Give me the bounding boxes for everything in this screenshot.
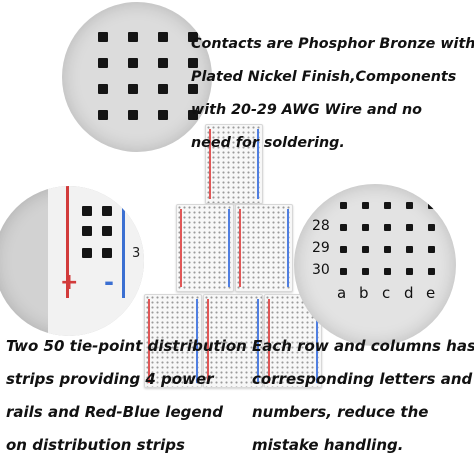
blue-legend-line [122, 186, 125, 298]
breadboard [203, 294, 263, 388]
contact-hole [362, 202, 369, 209]
rail-hole [82, 248, 92, 258]
column-letter: a [337, 284, 347, 302]
contact-hole [158, 32, 168, 42]
row-number: 28 [312, 218, 330, 234]
contact-hole [428, 268, 435, 275]
caption-line: mistake handling. [252, 436, 404, 454]
row-number: 30 [312, 262, 330, 278]
contact-hole [384, 224, 391, 231]
zoom-contacts-circle [62, 2, 212, 152]
plus-sign: + [60, 270, 79, 295]
caption-line: strips providing 4 power [6, 370, 214, 388]
contact-hole [158, 84, 168, 94]
contact-hole [158, 58, 168, 68]
zoom-labels-circle: 28 29 30 a b c d e [294, 184, 456, 346]
row-number: 29 [312, 240, 330, 256]
contact-hole [128, 58, 138, 68]
contact-hole [428, 224, 435, 231]
contact-hole [406, 202, 413, 209]
column-letter: d [404, 284, 414, 302]
red-legend-line [66, 186, 69, 298]
breadboard [235, 204, 293, 292]
minus-sign: - [104, 268, 114, 296]
contact-hole [384, 268, 391, 275]
rail-hole [102, 248, 112, 258]
contact-hole [188, 58, 198, 68]
contact-hole [98, 84, 108, 94]
column-letter: b [359, 284, 369, 302]
rail-hole [102, 226, 112, 236]
contact-hole [188, 110, 198, 120]
rail-hole [82, 226, 92, 236]
caption-line: need for soldering. [191, 135, 345, 151]
contact-hole [428, 202, 435, 209]
column-letter: e [426, 284, 436, 302]
caption-line: Two 50 tie-point distribution [6, 337, 247, 355]
row-number: 3 [132, 246, 141, 261]
caption-line: Contacts are Phosphor Bronze with [191, 36, 474, 52]
breadboard [205, 124, 263, 204]
contact-hole [188, 84, 198, 94]
rail-hole [82, 206, 92, 216]
contact-hole [188, 32, 198, 42]
contact-hole [340, 268, 347, 275]
caption-distribution: Two 50 tie-point distribution strips pro… [6, 330, 247, 462]
caption-line: with 20-29 AWG Wire and no [191, 102, 422, 118]
distribution-strip-surface [48, 186, 144, 336]
contact-hole [428, 246, 435, 253]
contact-hole [340, 202, 347, 209]
caption-labels: Each row and columns has corresponding l… [252, 330, 474, 462]
caption-line: rails and Red-Blue legend [6, 403, 223, 421]
contact-hole [384, 246, 391, 253]
column-letter: c [382, 284, 391, 302]
contact-hole [340, 224, 347, 231]
contact-hole [384, 202, 391, 209]
contact-hole [98, 58, 108, 68]
contact-hole [158, 110, 168, 120]
contact-hole [362, 224, 369, 231]
contact-hole [128, 32, 138, 42]
contact-hole [98, 32, 108, 42]
contact-hole [98, 110, 108, 120]
contact-hole [406, 224, 413, 231]
breadboard [144, 294, 202, 388]
contact-hole [362, 246, 369, 253]
caption-line: Each row and columns has [252, 337, 474, 355]
contact-hole [128, 84, 138, 94]
caption-line: Plated Nickel Finish,Components [191, 69, 457, 85]
caption-line: corresponding letters and [252, 370, 473, 388]
breadboard [176, 204, 234, 292]
contact-hole [406, 268, 413, 275]
contact-hole [340, 246, 347, 253]
contact-hole [406, 246, 413, 253]
breadboard [264, 294, 322, 388]
caption-line: numbers, reduce the [252, 403, 429, 421]
caption-line: on distribution strips [6, 436, 185, 454]
zoom-distribution-circle: + - 3 [0, 186, 144, 336]
caption-contacts: Contacts are Phosphor Bronze with Plated… [191, 28, 474, 160]
contact-hole [128, 110, 138, 120]
rail-hole [102, 206, 112, 216]
contact-hole [362, 268, 369, 275]
